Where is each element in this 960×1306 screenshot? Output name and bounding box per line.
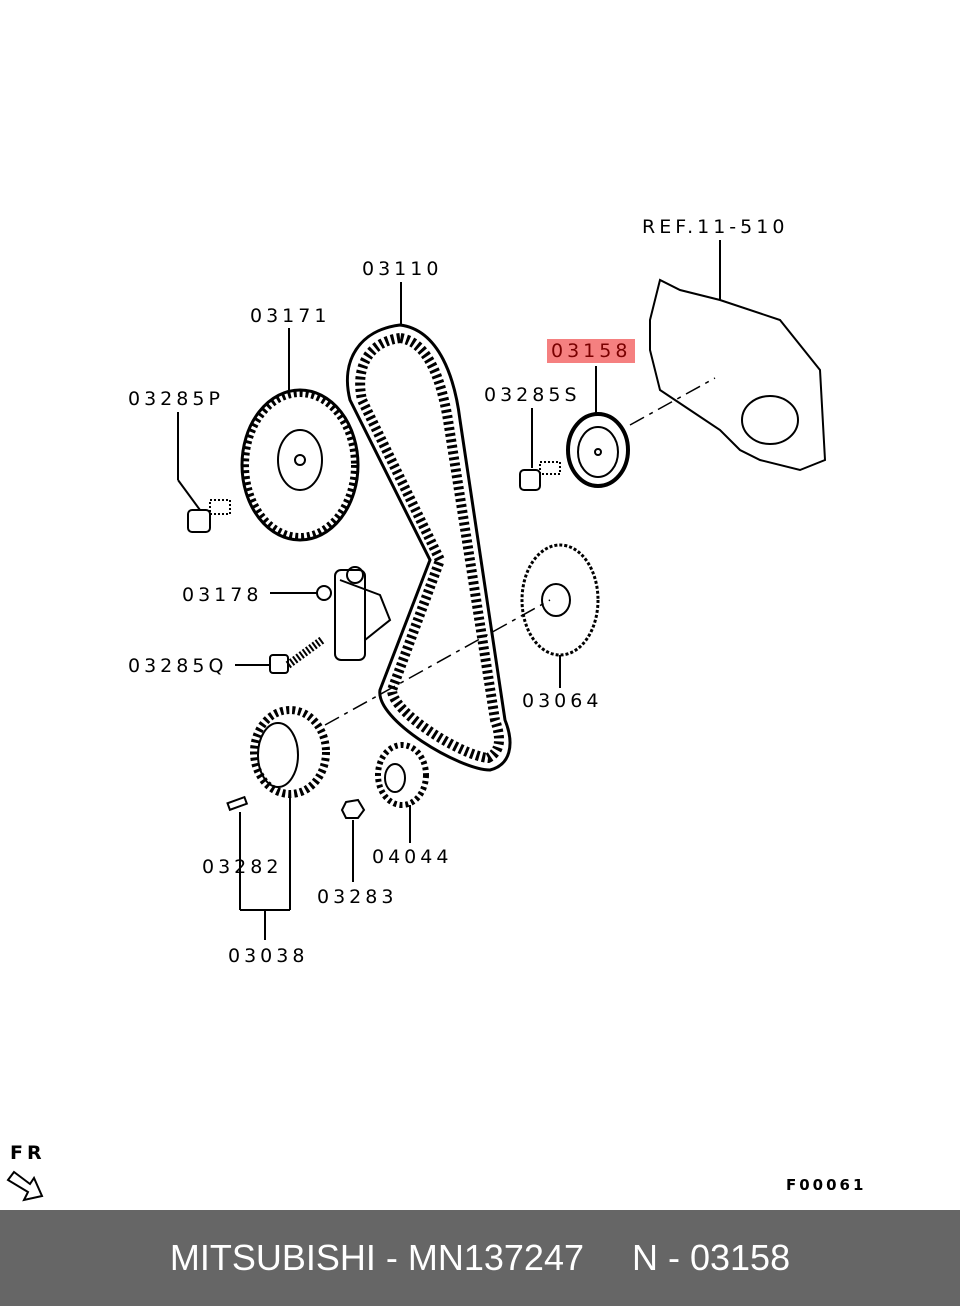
diagram-drawing — [6, 240, 827, 1202]
leader-lines — [177, 240, 721, 940]
label-03038[interactable]: 03038 — [228, 945, 309, 967]
bolt-03285s — [519, 461, 561, 491]
label-03158-highlighted[interactable]: 03158 — [547, 339, 636, 363]
nut-03283 — [340, 798, 366, 819]
crank-sprocket — [250, 706, 330, 798]
label-03282[interactable]: 03282 — [202, 856, 283, 878]
tensioner-pulley — [566, 412, 630, 488]
reference-number: N - 03158 — [632, 1237, 791, 1278]
sprocket-04044 — [375, 742, 429, 808]
label-03110[interactable]: 03110 — [362, 258, 443, 280]
label-ref: REF.11-510 — [642, 216, 789, 238]
figure-code: F00061 — [786, 1176, 867, 1194]
engine-bracket — [649, 278, 827, 472]
bolt-03285q — [269, 636, 325, 674]
timing-belt — [345, 323, 512, 772]
label-03285p[interactable]: 03285P — [128, 388, 224, 410]
cam-sprocket — [240, 388, 360, 542]
label-04044[interactable]: 04044 — [372, 846, 453, 868]
label-03283[interactable]: 03283 — [317, 886, 398, 908]
bracket-boss — [741, 395, 799, 445]
brand-part-number: MITSUBISHI - MN137247 — [169, 1237, 584, 1278]
tensioner — [316, 566, 392, 661]
footer-bar: MITSUBISHI - MN137247 N - 03158 — [0, 1210, 960, 1306]
key-03282 — [226, 795, 249, 812]
label-03178[interactable]: 03178 — [182, 584, 263, 606]
label-03171[interactable]: 03171 — [250, 305, 331, 327]
label-03285s[interactable]: 03285S — [484, 384, 581, 406]
label-03285q[interactable]: 03285Q — [128, 655, 228, 677]
idler-sprocket — [520, 543, 600, 657]
bolt-03285p — [187, 499, 231, 533]
parts-diagram: REF.11-510 03110 03171 03285P 03158 0328… — [6, 216, 867, 1202]
label-03064[interactable]: 03064 — [522, 690, 603, 712]
fr-arrow-icon — [6, 1170, 44, 1202]
center-lines — [324, 377, 716, 726]
direction-label: FR — [10, 1142, 46, 1164]
